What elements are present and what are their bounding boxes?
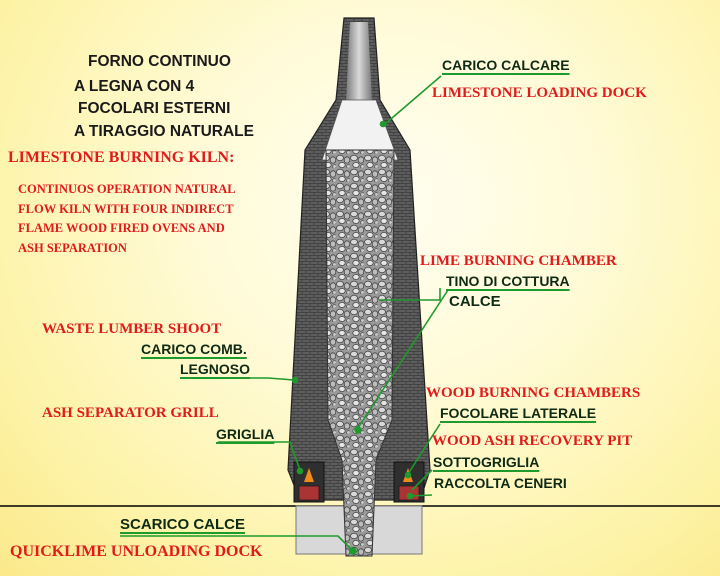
title-it-line3: FOCOLARI ESTERNI bbox=[78, 100, 231, 117]
label-limestone-loading-dock: LIMESTONE LOADING DOCK bbox=[432, 85, 647, 101]
label-raccolta-ceneri: RACCOLTA CENERI bbox=[434, 475, 567, 491]
label-scarico-calce: SCARICO CALCE bbox=[120, 516, 246, 533]
title-en: LIMESTONE BURNING KILN: bbox=[8, 149, 235, 166]
leader-raccolta bbox=[409, 494, 433, 497]
limestone-charge bbox=[325, 149, 395, 557]
label-carico-comb: CARICO COMB. bbox=[141, 341, 247, 357]
description-line: ASH SEPARATION bbox=[18, 240, 127, 255]
leader-limestone-loading bbox=[384, 75, 442, 125]
title-it-line2: A LEGNA CON 4 bbox=[74, 78, 195, 95]
description-line: CONTINUOS OPERATION NATURAL bbox=[18, 182, 236, 196]
chimney-flue bbox=[346, 22, 372, 100]
leader-waste-lumber bbox=[180, 377, 295, 381]
leader-scarico bbox=[120, 535, 353, 551]
label-calce: CALCE bbox=[449, 293, 501, 310]
label-quicklime-unloading-dock: QUICKLIME UNLOADING DOCK bbox=[10, 543, 263, 560]
leader-grill bbox=[218, 441, 301, 471]
description-line: FLAME WOOD FIRED OVENS AND bbox=[18, 221, 225, 235]
label-sottogriglia: SOTTOGRIGLIA bbox=[433, 454, 540, 470]
description-line: FLOW KILN WITH FOUR INDIRECT bbox=[18, 201, 234, 216]
label-wood-ash-recovery-pit: WOOD ASH RECOVERY PIT bbox=[432, 433, 633, 449]
label-focolare-laterale: FOCOLARE LATERALE bbox=[440, 405, 597, 421]
title-it-line4: A TIRAGGIO NATURALE bbox=[74, 123, 254, 140]
label-griglia: GRIGLIA bbox=[216, 426, 275, 442]
ash-left bbox=[298, 485, 320, 501]
leader-sottogriglia bbox=[411, 469, 433, 491]
label-tino-cottura: TINO DI COTTURA bbox=[446, 273, 570, 289]
flame-left bbox=[304, 468, 314, 482]
leader-wood-burning bbox=[407, 423, 441, 475]
label-legnoso: LEGNOSO bbox=[180, 361, 251, 377]
label-carico-calcare: CARICO CALCARE bbox=[442, 57, 570, 73]
title-it-line1: FORNO CONTINUO bbox=[88, 53, 231, 70]
label-lime-burning-chamber: LIME BURNING CHAMBER bbox=[420, 253, 617, 269]
label-wood-burning-chambers: WOOD BURNING CHAMBERS bbox=[426, 385, 641, 401]
description-en: CONTINUOS OPERATION NATURAL FLOW KILN WI… bbox=[18, 180, 236, 258]
label-ash-separator-grill: ASH SEPARATOR GRILL bbox=[42, 405, 219, 421]
loading-cone bbox=[321, 99, 399, 161]
label-waste-lumber-shoot: WASTE LUMBER SHOOT bbox=[42, 321, 222, 337]
leader-lime-chamber bbox=[380, 288, 441, 301]
